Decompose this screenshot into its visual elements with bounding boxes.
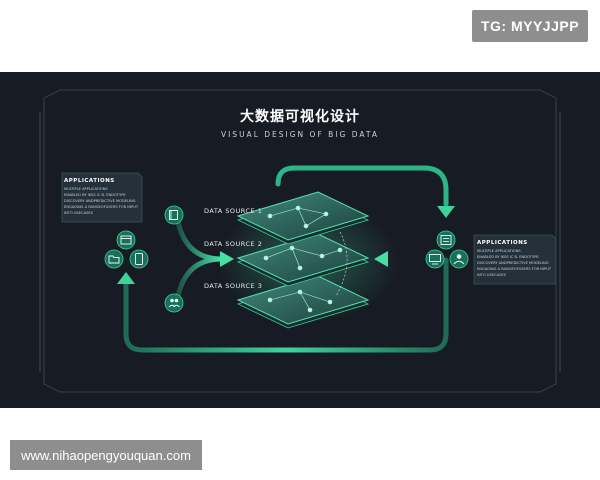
left-card-line: ENABLED BY IKSS IC B. ENDOTYPE [64,193,126,197]
data-source-3-label: DATA SOURCE 3 [204,282,262,290]
left-card-line: MULTIPLE APPLICATIONS [64,187,108,191]
right-card-line: ENGAGING A RANGEOFUSERS FOR INPUT [477,267,552,271]
data-layer-1 [236,191,370,245]
calendar-icon [116,230,136,250]
diagram-canvas: 大数据可视化设计 VISUAL DESIGN OF BIG DATA [39,89,561,393]
data-layer-2 [236,233,370,287]
right-card-line: INTO USECASES [477,273,507,277]
tablet-icon [129,249,149,269]
diagram-subtitle: VISUAL DESIGN OF BIG DATA [221,130,379,139]
left-inflow [155,219,225,299]
diagram-title: 大数据可视化设计 [240,108,360,125]
arrow-up-left [117,272,135,284]
right-card-line: MULTIPLE APPLICATIONS [477,249,521,253]
right-applications-card: APPLICATIONS MULTIPLE APPLICATIONS ENABL… [473,234,557,285]
users-icon [164,293,184,313]
book-icon [164,205,184,225]
data-stack [236,191,370,329]
tg-watermark: TG: MYYJJPP [472,10,588,42]
folder-icon [104,249,124,269]
left-card-line: INTO USECASES [64,211,94,215]
data-source-2-label: DATA SOURCE 2 [204,240,262,248]
list-icon [436,230,456,250]
arrow-down-right [437,206,455,218]
left-applications-card: APPLICATIONS MULTIPLE APPLICATIONS ENABL… [61,172,143,223]
layer-connector [335,231,348,297]
data-layer-3 [236,275,370,329]
user-icon [449,249,469,269]
monitor-icon [425,249,445,269]
left-card-heading: APPLICATIONS [64,178,115,184]
right-card-heading: APPLICATIONS [477,240,528,246]
left-card-line: DISCOVERY ANDPREDICTIVE MODELING [64,199,136,203]
url-watermark: www.nihaopengyouquan.com [10,440,202,470]
diagram-panel: 大数据可视化设计 VISUAL DESIGN OF BIG DATA [0,72,600,408]
right-card-line: ENABLED BY IKSS IC B. ENDOTYPE [477,255,539,259]
data-source-1-label: DATA SOURCE 1 [204,207,262,215]
outer-frame [39,89,561,393]
right-card-line: DISCOVERY ANDPREDICTIVE MODELING [477,261,549,265]
process-loop [123,165,449,353]
left-card-line: ENGAGING A RANGEOFUSERS FOR INPUT [64,205,139,209]
